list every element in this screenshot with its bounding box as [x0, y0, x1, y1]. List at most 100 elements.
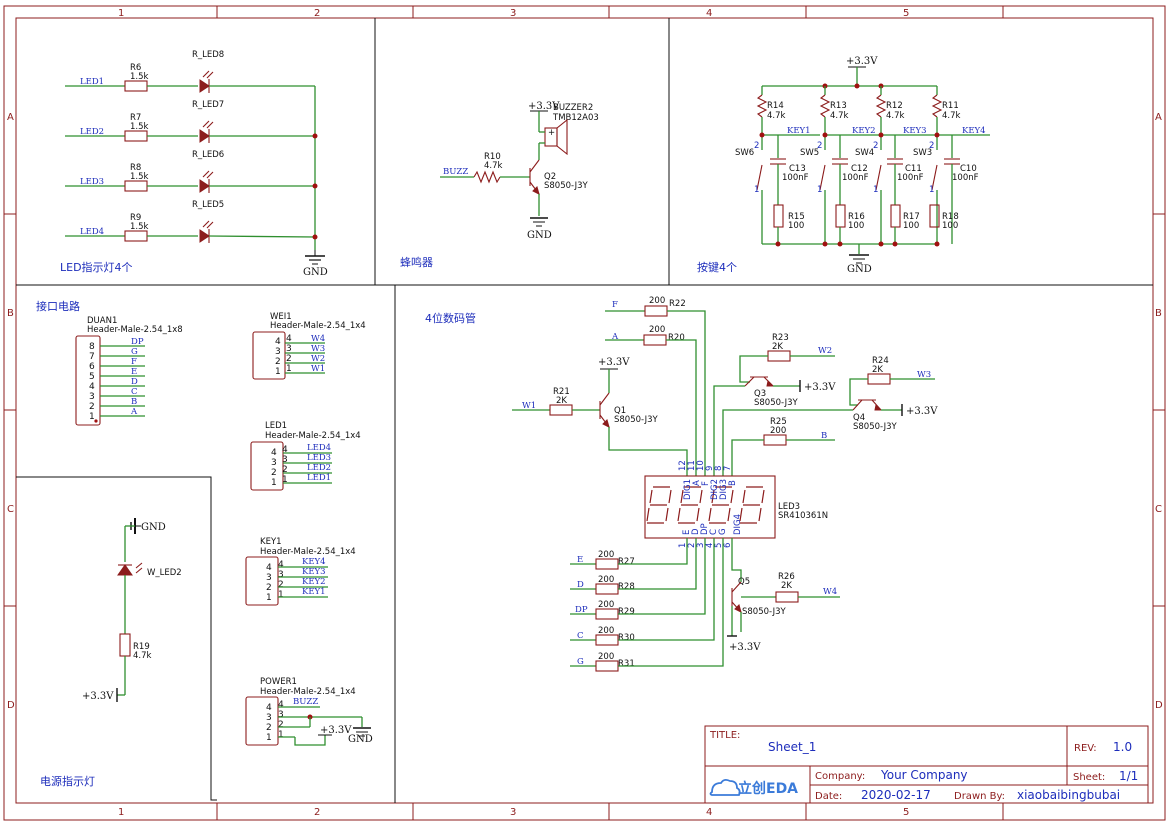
date-value: 2020-02-17 [861, 788, 931, 802]
section-title-power-led: 电源指示灯 [40, 774, 95, 788]
led-row-1: LED1 R6 1.5k R_LED8 [65, 50, 315, 93]
net-label-w2: W2 [818, 346, 832, 356]
pin-number: 4 [275, 337, 281, 347]
transistor-q4-part: S8050-J3Y [853, 422, 897, 432]
resistor-r26-name: R26 [778, 572, 795, 582]
pin-number: 1 [266, 733, 272, 743]
pin-number: 3 [696, 543, 706, 548]
net-label-key4: KEY4 [302, 557, 326, 567]
resistor-r23-name: R23 [772, 333, 789, 343]
net-label-key3: KEY3 [903, 126, 927, 136]
pin-number: 1 [282, 475, 288, 485]
resistor-r13-name: R13 [830, 101, 847, 111]
resistor-r11-value: 4.7k [942, 111, 961, 121]
pin-number: 7 [723, 466, 733, 471]
switch-pin-2: 2 [754, 141, 759, 151]
net-label-led4: LED4 [307, 443, 331, 453]
pin-number: 1 [266, 593, 272, 603]
pin-label: D [691, 528, 701, 535]
buzzer-vcc-label: +3.3V [528, 101, 560, 112]
net-label-led1: LED1 [307, 473, 331, 483]
led-indicator-block: LED1 R6 1.5k R_LED8 LED2 R7 1.5k R_LED7 [65, 50, 328, 278]
q4-vcc-label: +3.3V [906, 406, 938, 417]
net-label-b: B [821, 431, 827, 441]
net-label-key2: KEY2 [852, 126, 876, 136]
sheet-label: Sheet: [1073, 772, 1105, 783]
pin-label: DIG1 [683, 479, 693, 500]
frame-column-labels: 1 2 3 4 5 1 2 3 4 5 [118, 8, 909, 818]
led-r-led6-name: R_LED6 [192, 150, 224, 160]
pin-number: 2 [278, 580, 284, 590]
pin-number: 3 [282, 455, 288, 465]
row-label-right-b: B [1155, 308, 1162, 319]
resistor-r9-value: 1.5k [130, 222, 149, 232]
resistor-r29-name: R29 [618, 607, 635, 617]
power-led-vcc: +3.3V [82, 691, 114, 702]
transistor-q3-part: S8050-J3Y [754, 398, 798, 408]
seg-display-block: F 200 R22 A 200 R20 +3.3V W1 R21 2K Q1 S… [512, 296, 938, 672]
net-label-c: C [131, 387, 138, 397]
header-led1-part: Header-Male-2.54_1x4 [265, 431, 361, 441]
pin-number: 5 [89, 372, 95, 382]
keys-vcc-label: +3.3V [846, 56, 878, 67]
pin-label: E [682, 530, 692, 535]
led-diode-icon [199, 179, 210, 193]
pin-number: 3 [286, 344, 292, 354]
led-r-led5-name: R_LED5 [192, 200, 224, 210]
header-led1-name: LED1 [265, 421, 287, 431]
power-header-vcc: +3.3V [320, 725, 352, 736]
capacitor-c10-name: C10 [960, 164, 977, 174]
resistor-r19-value: 4.7k [133, 651, 152, 661]
resistor-r12-value: 4.7k [886, 111, 905, 121]
pin-number: 3 [275, 347, 281, 357]
key-column-2: R13 4.7k KEY2 SW5 2 1 C12 100nF R16 100 [800, 86, 880, 247]
header-power1: POWER1 Header-Male-2.54_1x4 4 3 2 1 4 3 … [245, 677, 373, 746]
pin-label: B [728, 480, 738, 486]
net-label-f: F [612, 300, 618, 310]
row-label-left-a: A [7, 112, 14, 123]
pin-number: 7 [89, 352, 95, 362]
net-label-w3: W3 [311, 344, 325, 354]
resistor-r20-name: R20 [668, 333, 685, 343]
resistor-r9-name: R9 [130, 213, 141, 223]
net-label-w4: W4 [311, 334, 325, 344]
col-label-bottom-1: 1 [118, 807, 124, 818]
net-label-d: D [577, 580, 584, 590]
seven-segment-display [644, 475, 776, 539]
buzzer-block: +3.3V BUZZER2 TMB12A03 + BUZZ R10 4.7k Q… [440, 101, 599, 241]
npn-transistor-q3-icon [744, 376, 775, 387]
power-led-gnd: GND [141, 522, 166, 533]
resistor-zigzag-icon [473, 170, 501, 184]
resistor-r28-name: R28 [618, 582, 635, 592]
pin-number: 2 [278, 720, 284, 730]
led-diode-icon [199, 79, 210, 93]
resistor-r21-name: R21 [553, 387, 570, 397]
switch-lever-icon [819, 164, 826, 191]
pin-number: 2 [266, 583, 272, 593]
header-duan1: DUAN1 Header-Male-2.54_1x8 8 7 6 5 4 3 2… [75, 316, 183, 426]
resistor-r18-name: R18 [942, 212, 959, 222]
key-column-3: R12 4.7k KEY3 SW4 2 1 C11 100nF R17 100 [855, 86, 935, 247]
row-label-right-c: C [1155, 504, 1162, 515]
resistor-r17-value: 100 [903, 221, 919, 231]
pin-number: 2 [271, 468, 277, 478]
transistor-q1-name: Q1 [614, 406, 626, 416]
resistor-r17-name: R17 [903, 212, 920, 222]
pin-number: 4 [705, 543, 715, 548]
net-label-led1: LED1 [80, 77, 104, 87]
keys-gnd-label: GND [847, 264, 872, 275]
key-column-1: R14 4.7k KEY1 SW6 2 1 C13 100nF R15 100 [735, 86, 820, 247]
sheet-value: 1/1 [1119, 769, 1138, 783]
switch-lever-icon [931, 164, 938, 191]
net-label-led4: LED4 [80, 227, 104, 237]
col-label-bottom-3: 3 [510, 807, 516, 818]
switch-sw6-name: SW6 [735, 148, 754, 158]
resistor-r20-value: 200 [649, 325, 665, 335]
pin-number: 8 [714, 466, 724, 471]
resistor-r31-name: R31 [618, 659, 635, 669]
resistor-r8-value: 1.5k [130, 172, 149, 182]
resistor-r16-name: R16 [848, 212, 865, 222]
npn-transistor-q5-icon [731, 581, 742, 613]
switch-sw3-name: SW3 [913, 148, 932, 158]
net-label-key2: KEY2 [302, 577, 326, 587]
